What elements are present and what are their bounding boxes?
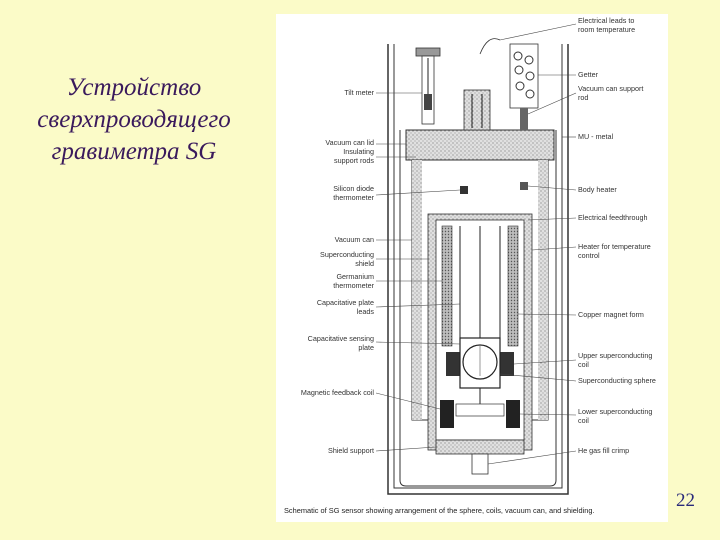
label-mu-metal: MU - metal <box>578 132 614 141</box>
label-vacuum-can-support: Vacuum can support <box>578 84 643 93</box>
schematic-drawing: Tilt meter Vacuum can lid Insulating sup… <box>284 16 656 515</box>
left-leader-lines <box>375 92 461 452</box>
upper-coil <box>446 352 514 376</box>
label-rod: rod <box>578 93 588 102</box>
copper-magnet-form <box>441 225 519 347</box>
label-room-temperature: room temperature <box>578 25 635 34</box>
sg-sensor-schematic: Tilt meter Vacuum can lid Insulating sup… <box>276 14 668 522</box>
label-getter: Getter <box>578 70 599 79</box>
right-labels: Electrical leads to room temperature Get… <box>578 16 656 455</box>
label-superconducting-sphere: Superconducting sphere <box>578 376 656 385</box>
right-leader-lines <box>487 23 577 465</box>
label-thermometer-2: thermometer <box>333 281 374 290</box>
tilt-meter <box>415 47 441 125</box>
shield-support <box>435 439 525 475</box>
getter <box>509 43 539 130</box>
label-heater-temperature: Heater for temperature <box>578 242 651 251</box>
label-vacuum-can: Vacuum can <box>335 235 374 244</box>
lower-coil <box>440 400 520 428</box>
body-heater <box>520 182 528 190</box>
left-labels: Tilt meter Vacuum can lid Insulating sup… <box>301 88 375 455</box>
superconducting-sphere <box>459 337 501 406</box>
label-insulating: Insulating <box>343 147 374 156</box>
label-thermometer-1: thermometer <box>333 193 374 202</box>
mu-metal-shield <box>387 44 569 495</box>
label-capacitative-plate: Capacitative plate <box>317 298 374 307</box>
label-shield: shield <box>355 259 374 268</box>
title-line-2: сверхпроводящего <box>37 106 231 133</box>
label-lower-superconducting: Lower superconducting <box>578 407 652 416</box>
label-coil-upper: coil <box>578 360 589 369</box>
title-line-1: Устройство <box>66 74 202 101</box>
label-electrical-feedthrough: Electrical feedthrough <box>578 213 648 222</box>
label-copper-magnet-form: Copper magnet form <box>578 310 644 319</box>
label-germanium: Germanium <box>336 272 374 281</box>
label-coil-lower: coil <box>578 416 589 425</box>
label-superconducting: Superconducting <box>320 250 374 259</box>
label-capacitative-sensing: Capacitative sensing <box>308 334 374 343</box>
label-upper-superconducting: Upper superconducting <box>578 351 652 360</box>
vacuum-can-lid <box>405 129 555 161</box>
figure-caption: Schematic of SG sensor showing arrangeme… <box>284 506 595 515</box>
label-control: control <box>578 251 600 260</box>
silicon-diode <box>460 186 468 194</box>
label-support-rods: support rods <box>334 156 374 165</box>
label-body-heater: Body heater <box>578 185 617 194</box>
label-vacuum-can-lid: Vacuum can lid <box>325 138 374 147</box>
label-he-gas-fill-crimp: He gas fill crimp <box>578 446 629 455</box>
label-tilt-meter: Tilt meter <box>344 88 374 97</box>
label-electrical-leads: Electrical leads to <box>578 16 634 25</box>
label-magnetic-feedback-coil: Magnetic feedback coil <box>301 388 375 397</box>
slide-title: Устройство сверхпроводящего гравиметра S… <box>8 72 260 168</box>
top-feedthrough <box>463 38 501 131</box>
label-silicon-diode: Silicon diode <box>333 184 374 193</box>
label-plate: plate <box>358 343 374 352</box>
label-leads: leads <box>357 307 375 316</box>
page-number: 22 <box>676 490 695 511</box>
title-line-3: гравиметра SG <box>51 138 217 165</box>
label-shield-support: Shield support <box>328 446 374 455</box>
